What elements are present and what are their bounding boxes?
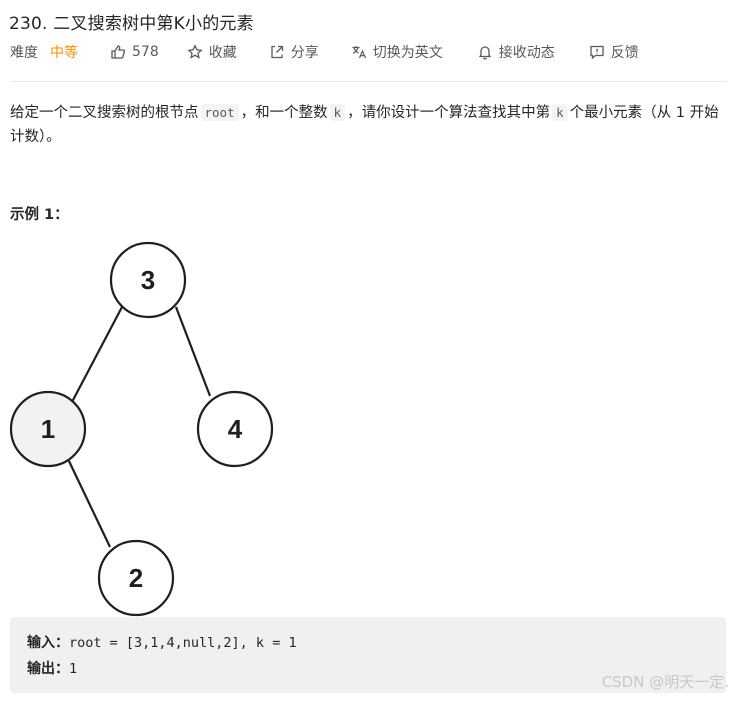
desc-part-3: ，请你设计一个算法查找其中第 [347, 105, 551, 121]
feedback-button[interactable]: 反馈 [589, 42, 639, 62]
share-label: 分享 [290, 45, 319, 61]
tree-node-1: 1 [9, 390, 87, 468]
star-icon [187, 44, 203, 59]
problem-toolbar: 难度 中等 578 收藏 分享 切换为英文 接收动态 反馈 [10, 42, 639, 62]
csdn-watermark: CSDN @明天一定. [601, 673, 729, 691]
notify-label: 接收动态 [498, 45, 555, 61]
tree-node-2: 2 [97, 539, 175, 617]
favorite-button[interactable]: 收藏 [187, 42, 237, 62]
tree-node-3: 3 [109, 241, 187, 319]
switch-language-button[interactable]: 切换为英文 [351, 42, 443, 62]
tree-edge-3-4 [174, 306, 212, 397]
difficulty-badge: 中等 [50, 45, 78, 61]
problem-title: 230. 二叉搜索树中第K小的元素 [9, 14, 254, 34]
like-count: 578 [132, 44, 159, 60]
tree-node-2-label: 2 [129, 563, 143, 593]
feedback-icon [590, 45, 604, 60]
tree-diagram: 3 1 4 2 [9, 241, 274, 617]
input-label: 输入： [27, 635, 69, 651]
example-io-box: 输入：root = [3,1,4,null,2], k = 1 输出：1 [10, 617, 726, 693]
bell-icon [478, 46, 491, 60]
notify-button[interactable]: 接收动态 [477, 42, 555, 62]
desc-part-1: 给定一个二叉搜索树的根节点 [10, 105, 199, 121]
input-value: root = [3,1,4,null,2], k = 1 [69, 635, 297, 651]
favorite-label: 收藏 [208, 45, 237, 61]
tree-node-1-label: 1 [41, 414, 55, 444]
difficulty-label: 难度 [10, 45, 38, 61]
example-output: 输出：1 [27, 658, 77, 678]
example-input: 输入：root = [3,1,4,null,2], k = 1 [27, 632, 297, 652]
share-button[interactable]: 分享 [269, 42, 319, 62]
translate-icon [352, 46, 366, 59]
tree-node-4: 4 [196, 390, 274, 468]
language-label: 切换为英文 [372, 45, 443, 61]
tree-edge-1-2 [67, 458, 111, 548]
thumbs-up-icon [111, 45, 125, 59]
tree-node-3-label: 3 [141, 265, 155, 295]
output-label: 输出： [27, 661, 69, 677]
like-button[interactable]: 578 [110, 42, 159, 62]
tree-edge-3-1 [71, 306, 123, 403]
header-divider [10, 81, 727, 82]
tree-node-4-label: 4 [228, 414, 243, 444]
output-value: 1 [69, 661, 78, 677]
share-icon [271, 45, 283, 59]
desc-part-2: ，和一个整数 [240, 105, 328, 121]
code-root: root [200, 104, 239, 121]
difficulty: 难度 中等 [10, 42, 78, 62]
desc-part-4: 个最小元素（从 1 开始计数）。 [10, 105, 719, 145]
code-k-2: k [552, 104, 568, 121]
example-heading: 示例 1： [10, 207, 69, 223]
feedback-label: 反馈 [610, 45, 639, 61]
code-k: k [329, 104, 346, 121]
